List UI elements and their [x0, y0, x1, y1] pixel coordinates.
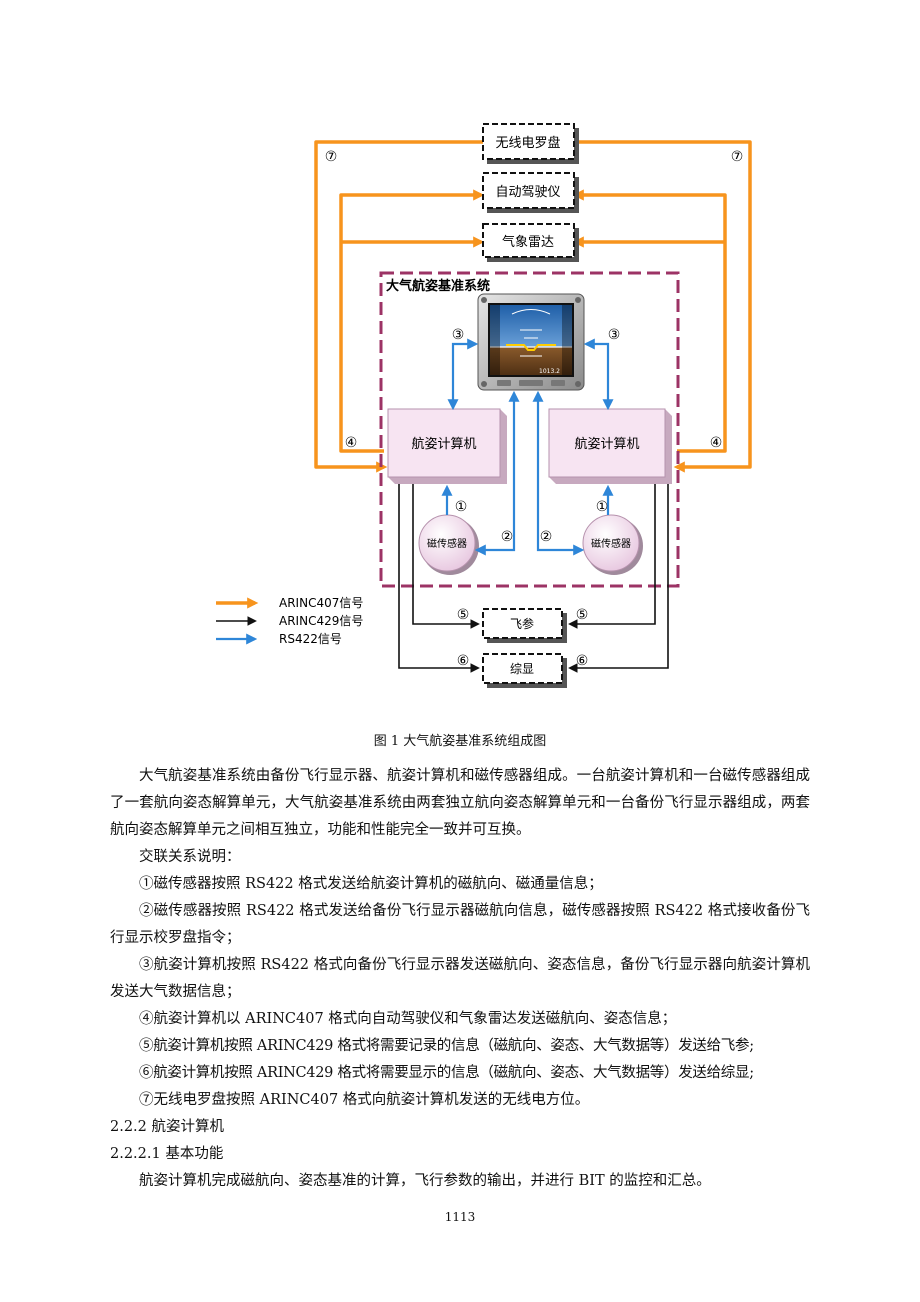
marker-4-right: ④ — [710, 435, 723, 451]
marker-3-left: ③ — [452, 327, 465, 343]
marker-7-left: ⑦ — [325, 149, 338, 165]
integrated-display-label: 综显 — [510, 662, 534, 676]
right-attitude-computer: 航姿计算机 — [548, 408, 672, 484]
paragraph-item-5: ⑤航姿计算机按照 ARINC429 格式将需要记录的信息（磁航向、姿态、大气数据… — [139, 1038, 754, 1054]
radio-compass-label: 无线电罗盘 — [495, 135, 560, 151]
legend-arinc429: ARINC429信号 — [279, 614, 363, 628]
paragraph-interface-heading: 交联关系说明： — [139, 849, 241, 865]
interface-markers: ⑦ ⑦ ③ ③ ④ ④ ① ① ② ② ⑤ ⑤ ⑥ ⑥ — [325, 149, 744, 669]
backup-flight-display: 1013.2 — [477, 293, 585, 391]
arinc429-lines — [398, 484, 669, 673]
flight-recorder-label: 飞参 — [510, 616, 534, 631]
paragraph-basic-function: 航姿计算机完成磁航向、姿态基准的计算，飞行参数的输出，并进行 BIT 的监控和汇… — [139, 1173, 711, 1189]
svg-text:磁传感器: 磁传感器 — [427, 537, 467, 550]
section-heading-2-2-2-1: 2.2.2.1 基本功能 — [110, 1146, 224, 1162]
marker-6-left: ⑥ — [457, 653, 470, 669]
autopilot-label: 自动驾驶仪 — [495, 185, 560, 200]
page-number: 1113 — [444, 1210, 476, 1224]
marker-5-right: ⑤ — [576, 607, 589, 623]
marker-2-left: ② — [501, 529, 514, 545]
marker-2-right: ② — [540, 529, 553, 545]
marker-4-left: ④ — [345, 435, 358, 451]
right-magnetic-sensor: 磁传感器 — [582, 514, 643, 575]
svg-text:航姿计算机: 航姿计算机 — [411, 436, 476, 452]
marker-5-left: ⑤ — [457, 607, 470, 623]
legend-arinc407: ARINC407信号 — [279, 596, 363, 610]
paragraph-item-2: ②磁传感器按照 RS422 格式发送给备份飞行显示器磁航向信息，磁传感器按照 R… — [110, 903, 810, 946]
paragraph-item-6: ⑥航姿计算机按照 ARINC429 格式将需要显示的信息（磁航向、姿态、大气数据… — [139, 1065, 754, 1081]
rs422-lines — [441, 338, 614, 556]
legend-rs422: RS422信号 — [279, 632, 342, 646]
section-heading-2-2-2: 2.2.2 航姿计算机 — [110, 1119, 225, 1135]
svg-text:航姿计算机: 航姿计算机 — [574, 436, 639, 452]
arinc407-lines — [314, 140, 752, 473]
marker-6-right: ⑥ — [576, 653, 589, 669]
svg-text:磁传感器: 磁传感器 — [591, 537, 631, 550]
marker-7-right: ⑦ — [731, 149, 744, 165]
marker-1-left: ① — [455, 499, 468, 515]
top-device-boxes: 无线电罗盘 自动驾驶仪 气象雷达 — [482, 123, 579, 262]
marker-1-right: ① — [596, 499, 609, 515]
marker-3-right: ③ — [608, 327, 621, 343]
left-attitude-computer: 航姿计算机 — [387, 408, 507, 484]
left-magnetic-sensor: 磁传感器 — [418, 514, 479, 575]
weather-radar-label: 气象雷达 — [502, 234, 554, 250]
body-text: 大气航姿基准系统由备份飞行显示器、航姿计算机和磁传感器组成。一台航姿计算机和一台… — [110, 763, 810, 1195]
diagram-legend: ARINC407信号 ARINC429信号 RS422信号 — [216, 596, 363, 646]
bottom-device-boxes: 飞参 综显 — [482, 608, 567, 688]
paragraph-item-4: ④航姿计算机以 ARINC407 格式向自动驾驶仪和气象雷达发送磁航向、姿态信息… — [139, 1011, 677, 1027]
paragraph-intro: 大气航姿基准系统由备份飞行显示器、航姿计算机和磁传感器组成。一台航姿计算机和一台… — [110, 768, 810, 838]
figure-caption: 图 1 大气航姿基准系统组成图 — [373, 734, 547, 749]
system-composition-diagram: 无线电罗盘 自动驾驶仪 气象雷达 大气航姿基准系统 1013.2 — [216, 123, 752, 688]
display-baro-readout: 1013.2 — [539, 368, 560, 375]
paragraph-item-7: ⑦无线电罗盘按照 ARINC407 格式向航姿计算机发送的无线电方位。 — [139, 1092, 590, 1108]
paragraph-item-1: ①磁传感器按照 RS422 格式发送给航姿计算机的磁航向、磁通量信息； — [139, 876, 603, 892]
system-title: 大气航姿基准系统 — [386, 278, 490, 294]
paragraph-item-3: ③航姿计算机按照 RS422 格式向备份飞行显示器发送磁航向、姿态信息，备份飞行… — [110, 957, 810, 1000]
